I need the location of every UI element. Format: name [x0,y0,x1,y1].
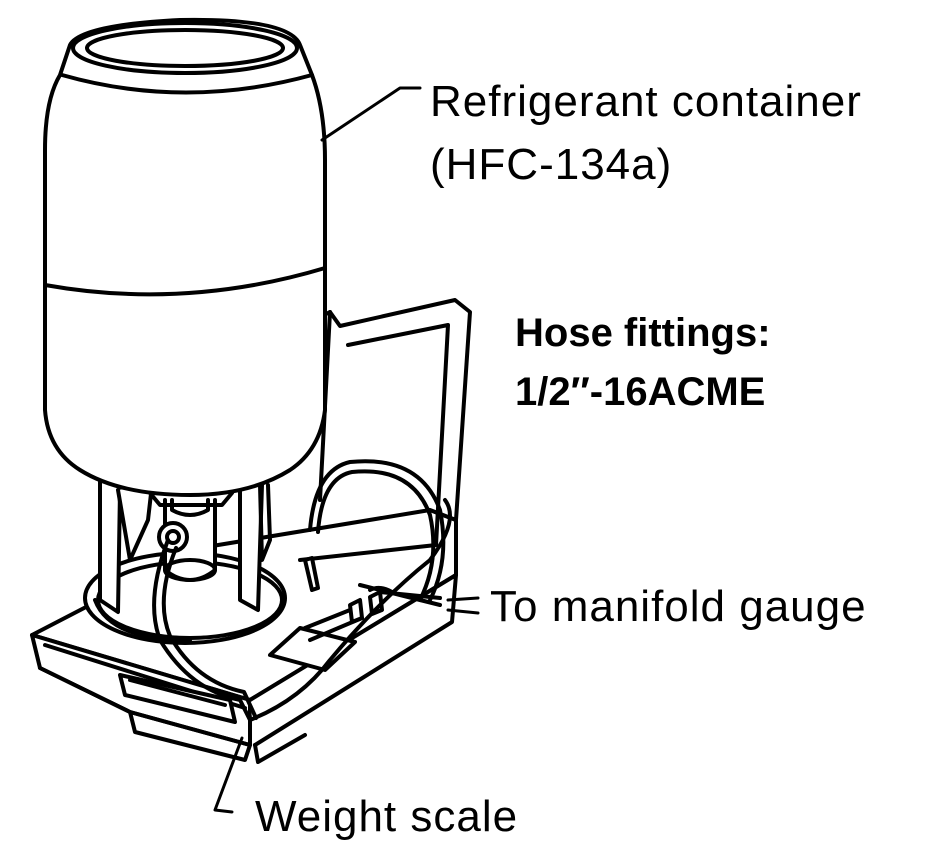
manifold-leader-line [446,596,480,615]
weight-scale-illustration [30,508,458,764]
refrigerant-cylinder-illustration [43,17,327,507]
container-leader-line [320,86,422,142]
refrigerant-container-label: Refrigerant container [430,77,862,126]
container-stand-illustration [98,478,272,614]
hose-illustration [152,459,452,722]
manifold-gauge-label: To manifold gauge [490,582,867,631]
hose-fittings-label: Hose fittings: [515,311,771,355]
case-lid-illustration [298,298,472,562]
scale-leader-line [213,736,244,814]
weight-scale-label: Weight scale [255,792,519,841]
refrigerant-type-label: (HFC-134a) [430,140,673,189]
leader-lines [213,86,480,814]
hose-fittings-spec-label: 1/2″-16ACME [515,370,766,414]
